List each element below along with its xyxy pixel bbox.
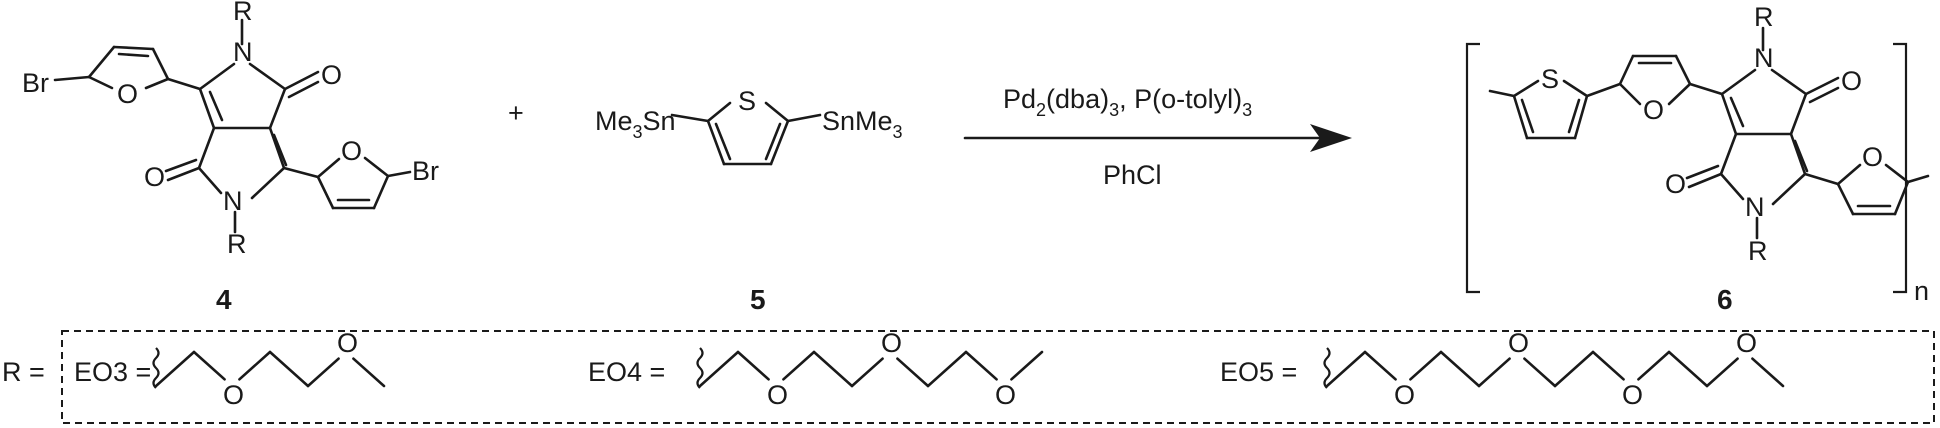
chain-bond [1637, 350, 1671, 381]
chain-oxygen-atom: O [1508, 328, 1529, 358]
chain-bond [1553, 350, 1595, 388]
compound-label-5: 5 [750, 284, 766, 315]
furan-ring-left [1618, 54, 1692, 106]
chain-bond [1523, 357, 1557, 388]
attachment-wavy-bond [696, 347, 704, 389]
chain-oxygen-atom: O [337, 328, 358, 358]
chain-bond [1409, 350, 1443, 381]
plus-sign: + [508, 98, 524, 128]
trimethylstannyl-right: SnMe3 [822, 106, 903, 142]
chain-oxygen-atom: O [881, 328, 902, 358]
chain-bond [782, 350, 816, 381]
furan-ring-right [316, 156, 412, 210]
nitrogen-atom-bottom: N [223, 186, 243, 216]
chain-bond [698, 350, 740, 388]
attachment-wavy-bond [152, 347, 160, 389]
chain-bond [306, 357, 340, 388]
oxygen-atom-furan-left: O [1643, 95, 1664, 125]
dpp-core [1685, 26, 1840, 240]
right-bracket [1893, 42, 1908, 294]
nitrogen-atom-top: N [233, 37, 253, 67]
carbonyl-oxygen-bottom: O [144, 162, 165, 192]
reaction-arrow: Pd2(dba)3, P(o-tolyl)3 PhCl [963, 84, 1352, 190]
chain-bond [1363, 350, 1397, 381]
bond-furan-core-left [166, 77, 202, 91]
legend-label-eo3: EO3 = [74, 357, 151, 387]
chain-oxygen-atom: O [1394, 380, 1415, 410]
carbonyl-oxygen-top: O [1841, 66, 1862, 96]
chain-bond [1751, 357, 1785, 388]
nitrogen-atom-top: N [1754, 43, 1774, 73]
ethylene-oxide-chains: O O O O O O O O O [152, 328, 1785, 410]
chain-bond [1325, 350, 1367, 388]
chain-bond [964, 350, 998, 381]
trimethylstannyl-left: Me3Sn [595, 106, 676, 142]
legend-label-eo5: EO5 = [1220, 357, 1297, 387]
molecule-4: Br O R N O O N R O Br 4 [22, 0, 439, 315]
solvent-text: PhCl [1103, 160, 1162, 190]
chain-oxygen-atom: O [995, 380, 1016, 410]
chain-bond [1439, 350, 1481, 388]
chain-bond [1591, 350, 1625, 381]
r-group-top: R [233, 0, 253, 26]
chain-bond [736, 350, 770, 381]
chain-bond [1667, 350, 1709, 388]
chain-bond [192, 350, 226, 381]
repeat-unit-n: n [1914, 276, 1929, 306]
r-group-bottom: R [227, 229, 247, 259]
oxygen-atom-furan-right: O [1862, 142, 1883, 172]
chain-bond [1705, 357, 1739, 388]
sulfur-atom: S [738, 86, 756, 116]
chain-bond [812, 350, 854, 388]
chain-bond [1477, 357, 1511, 388]
dpp-core [164, 18, 320, 234]
oxygen-atom-furan-left: O [117, 79, 138, 109]
bromine-atom-left: Br [22, 68, 49, 98]
r-legend-prefix: R = [2, 357, 45, 387]
chain-bond [154, 350, 196, 388]
chain-oxygen-atom: O [767, 380, 788, 410]
bond-thiophene-furan [1585, 82, 1622, 98]
chain-oxygen-atom: O [1622, 380, 1643, 410]
carbonyl-oxygen-bottom: O [1665, 169, 1686, 199]
sulfur-atom: S [1541, 64, 1559, 94]
bond-furan-core [1688, 82, 1724, 96]
carbonyl-oxygen-top: O [321, 60, 342, 90]
chain-bond [268, 350, 310, 388]
chain-oxygen-atom: O [223, 380, 244, 410]
legend-label-eo4: EO4 = [588, 357, 665, 387]
catalyst-text: Pd2(dba)3, P(o-tolyl)3 [1003, 84, 1252, 120]
chain-bond [352, 357, 386, 388]
bromine-atom-right: Br [412, 156, 439, 186]
chain-bond [850, 357, 884, 388]
furan-ring-right [1836, 163, 1930, 216]
polymer-6: n [1465, 2, 1930, 315]
legend-dashed-box [61, 330, 1935, 424]
furan-ring-left [53, 45, 170, 90]
oxygen-atom-furan-right: O [341, 136, 362, 166]
attachment-wavy-bond [1323, 347, 1331, 389]
nitrogen-atom-bottom: N [1745, 192, 1765, 222]
r-group-top: R [1754, 2, 1774, 32]
chain-bond [1010, 350, 1044, 381]
chain-bond [926, 350, 968, 388]
thiophene-ring [1512, 79, 1589, 140]
chain-bond [238, 350, 272, 381]
compound-label-6: 6 [1717, 284, 1733, 315]
arrow-head [1310, 124, 1352, 152]
thiophene-ring [670, 101, 822, 166]
chain-bond [896, 357, 930, 388]
chain-oxygen-atom: O [1736, 328, 1757, 358]
molecule-5: S Me3Sn SnMe3 5 [595, 86, 903, 315]
bond-end-left [1488, 89, 1516, 98]
r-group-legend: R = EO3 = EO4 = EO5 = O O O O O O O O O [2, 328, 1935, 424]
compound-label-4: 4 [216, 284, 232, 315]
left-bracket [1465, 42, 1480, 294]
r-group-bottom: R [1748, 236, 1768, 266]
